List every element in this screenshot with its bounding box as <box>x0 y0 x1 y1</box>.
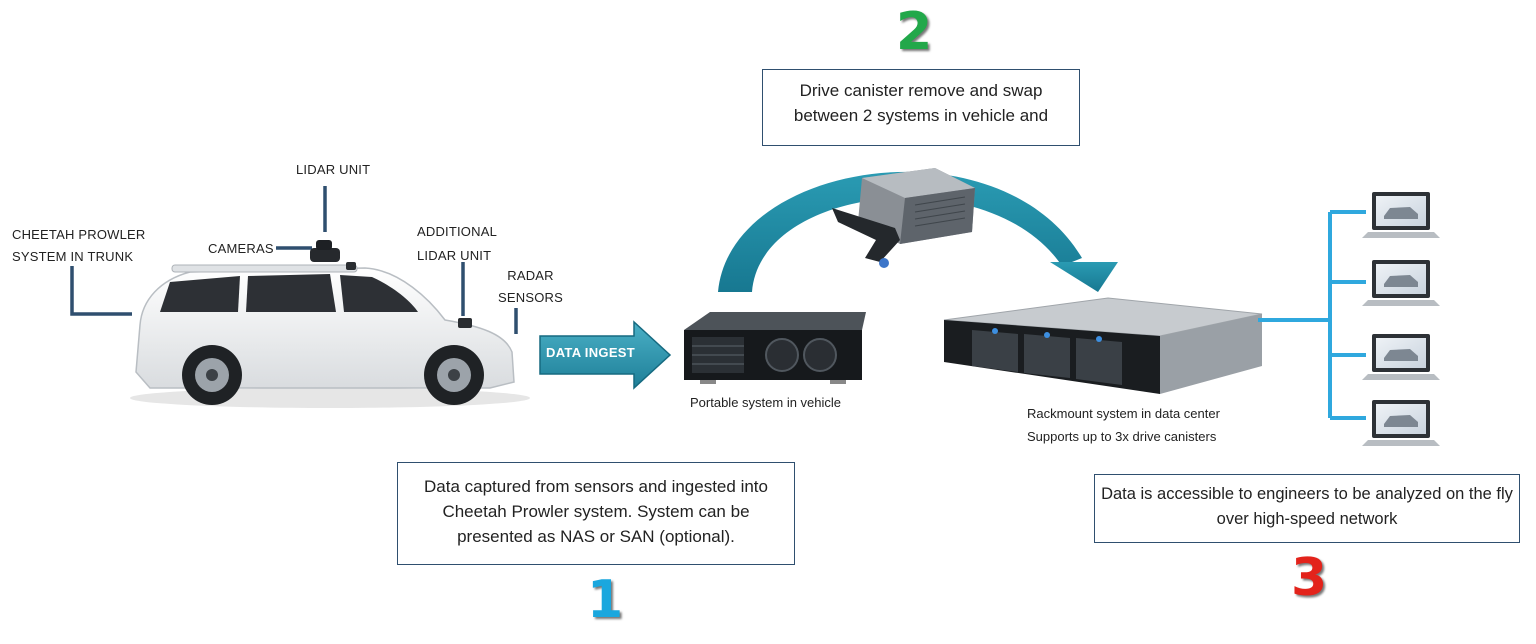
laptop-icon <box>1362 260 1440 306</box>
laptop-icon <box>1362 334 1440 380</box>
rackmount-caption-line2: Supports up to 3x drive canisters <box>1027 429 1217 444</box>
additional-lidar-label-line1: ADDITIONAL <box>417 224 498 239</box>
step3-description: Data is accessible to engineers to be an… <box>1101 485 1513 528</box>
step2-description: Drive canister remove and swap between 2… <box>793 81 1049 125</box>
radar-sensors-label-line1: RADAR <box>507 268 554 283</box>
rackmount-system-caption: Rackmount system in data center Supports… <box>1027 402 1220 448</box>
drive-canister-image <box>832 168 975 268</box>
data-ingest-arrow <box>539 320 672 390</box>
rackmount-caption-line1: Rackmount system in data center <box>1027 406 1220 421</box>
portable-system-image <box>684 312 866 384</box>
step3-description-box: Data is accessible to engineers to be an… <box>1094 474 1520 543</box>
data-ingest-label: DATA INGEST <box>546 345 635 360</box>
step-number-1: 1 <box>587 570 624 630</box>
radar-sensors-label-line2: SENSORS <box>498 290 563 305</box>
engineer-laptops <box>1362 192 1440 446</box>
cheetah-prowler-label-line2: SYSTEM IN TRUNK <box>12 249 134 264</box>
additional-lidar-label-line2: LIDAR UNIT <box>417 248 492 263</box>
radar-sensors-label: RADAR SENSORS <box>498 265 563 309</box>
additional-lidar-label: ADDITIONAL LIDAR UNIT <box>417 220 497 268</box>
step1-description-box: Data captured from sensors and ingested … <box>397 462 795 565</box>
cheetah-prowler-label-line1: CHEETAH PROWLER <box>12 227 146 242</box>
cheetah-prowler-label: CHEETAH PROWLER SYSTEM IN TRUNK <box>12 224 146 268</box>
network-connectors <box>1258 210 1366 420</box>
portable-system-caption: Portable system in vehicle <box>690 395 842 410</box>
lidar-unit-label: LIDAR UNIT <box>296 162 371 177</box>
cameras-label: CAMERAS <box>208 241 274 256</box>
step-number-3: 3 <box>1291 548 1328 608</box>
step1-description: Data captured from sensors and ingested … <box>424 477 768 546</box>
laptop-icon <box>1362 400 1440 446</box>
rackmount-system-image <box>943 297 1263 394</box>
autonomous-vehicle-image <box>130 240 530 408</box>
swap-arrow <box>718 171 1118 292</box>
step-number-2: 2 <box>896 2 933 62</box>
sensor-leader-lines <box>70 186 518 334</box>
laptop-icon <box>1362 192 1440 238</box>
step2-description-box: Drive canister remove and swap between 2… <box>762 69 1080 146</box>
